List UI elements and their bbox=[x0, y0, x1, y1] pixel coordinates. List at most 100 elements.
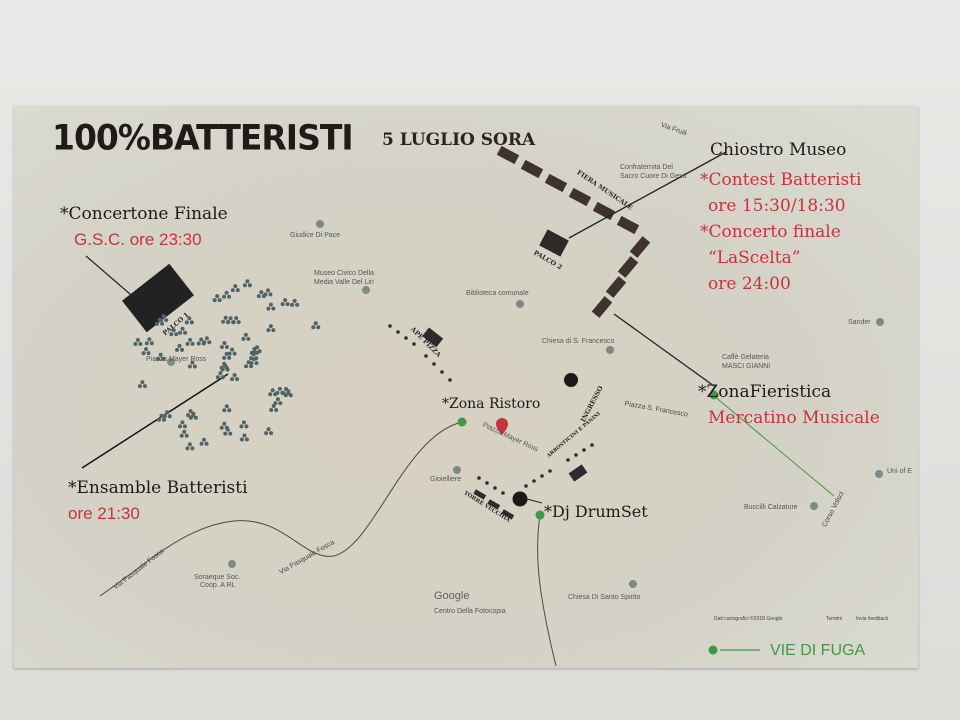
crowd-dot bbox=[241, 336, 246, 341]
crowd-dot bbox=[239, 437, 244, 442]
crowd-dot bbox=[169, 332, 174, 337]
crowd-dot bbox=[188, 337, 193, 342]
crowd-dot bbox=[219, 365, 224, 370]
ape-pizza-stand bbox=[422, 327, 444, 348]
poi-chiesa-francesco: Chiesa di S. Francesco bbox=[542, 338, 615, 345]
crowd-dot bbox=[165, 410, 170, 415]
crowd-dot bbox=[161, 356, 166, 361]
crowd-dot bbox=[160, 321, 165, 326]
crowd-dot bbox=[219, 345, 224, 350]
crowd-dot bbox=[185, 446, 190, 451]
chiostro-line: ore 24:00 bbox=[708, 274, 791, 294]
crowd-dot bbox=[171, 328, 176, 333]
crowd-dot bbox=[140, 380, 145, 385]
map-pins bbox=[167, 220, 884, 588]
escape-route-west bbox=[99, 421, 463, 597]
legend-escape-routes: VIE DI FUGA bbox=[770, 642, 866, 659]
crowd-dot bbox=[138, 341, 143, 346]
crowd-dot bbox=[180, 326, 185, 331]
crowd-dot bbox=[224, 290, 229, 295]
crowd-dot bbox=[268, 324, 273, 329]
map-credits: Dati cartografici ©2018 Google bbox=[714, 616, 783, 622]
crowd-dot bbox=[190, 341, 195, 346]
ape-pizza-dots bbox=[388, 324, 452, 382]
crowd-dot bbox=[144, 347, 149, 352]
crowd-dot bbox=[285, 302, 290, 307]
mercatino-label: Mercatino Musicale bbox=[708, 408, 880, 428]
crowd-dot bbox=[222, 294, 227, 299]
crowd-dot bbox=[278, 401, 283, 406]
crowd-dot bbox=[222, 421, 227, 426]
palco-1 bbox=[122, 263, 194, 333]
crowd-dot bbox=[268, 292, 273, 297]
map-terms-link[interactable]: Termini bbox=[826, 616, 843, 622]
crowd-dot bbox=[280, 390, 285, 395]
crowd-dot bbox=[261, 294, 266, 299]
zona-ristoro-label: *Zona Ristoro bbox=[442, 396, 541, 412]
arrosticini-stands bbox=[524, 443, 594, 488]
crowd-dot bbox=[157, 417, 162, 422]
crowd-dot bbox=[186, 413, 191, 418]
crowd-dot bbox=[266, 306, 271, 311]
crowd-dot bbox=[259, 290, 264, 295]
crowd-dot bbox=[222, 341, 227, 346]
crowd-dot bbox=[230, 377, 235, 382]
crowd-dot bbox=[227, 351, 232, 356]
crowd-dot bbox=[271, 306, 276, 311]
concertone-time: G.S.C. ore 23:30 bbox=[74, 230, 202, 249]
crowd-dot bbox=[256, 294, 261, 299]
map-feedback-link[interactable]: Invia feedback bbox=[856, 616, 889, 622]
crowd-dot bbox=[215, 375, 220, 380]
crowd-dot bbox=[187, 442, 192, 447]
crowd-dot bbox=[180, 347, 185, 352]
poi-caffe: MASCI GIANNI bbox=[722, 363, 771, 370]
crowd-dot bbox=[254, 361, 259, 366]
crowd-dot bbox=[155, 321, 160, 326]
crowd-dot bbox=[224, 404, 229, 409]
crowd-dot bbox=[290, 302, 295, 307]
crowd-dot bbox=[189, 320, 194, 325]
crowd-dot bbox=[244, 437, 249, 442]
crowd-dot bbox=[264, 431, 269, 436]
crowd-dot bbox=[228, 316, 233, 321]
crowd-dot bbox=[180, 420, 185, 425]
poi-museo: Media Valle Del Liri bbox=[314, 279, 374, 286]
event-subtitle: 5 LUGLIO SORA bbox=[382, 130, 536, 150]
poi-chiesa-spirito: Chiesa Di Santo Spirito bbox=[568, 594, 641, 601]
crowd-dot bbox=[228, 431, 233, 436]
crowd-dot bbox=[201, 341, 206, 346]
red-location-pin bbox=[496, 418, 508, 436]
crowd-dot bbox=[222, 361, 227, 366]
crowd-dot bbox=[269, 408, 274, 413]
crowd-dot bbox=[178, 330, 183, 335]
crowd-dot bbox=[255, 345, 260, 350]
crowd-dot bbox=[273, 401, 278, 406]
crowd-dot bbox=[184, 433, 189, 438]
crowd-dot bbox=[292, 298, 297, 303]
crowd-dot bbox=[162, 417, 167, 422]
crowd-dot bbox=[159, 318, 164, 323]
crowd-dot bbox=[247, 283, 252, 288]
crowd-dot bbox=[141, 351, 146, 356]
crowd-dot bbox=[190, 360, 195, 365]
crowd-dot bbox=[257, 349, 262, 354]
crowd-dot bbox=[191, 413, 196, 418]
crowd-dot bbox=[232, 351, 237, 356]
crowd-dot bbox=[275, 390, 280, 395]
crowd-dot bbox=[182, 429, 187, 434]
crowd-dot bbox=[177, 424, 182, 429]
crowd-dot bbox=[275, 397, 280, 402]
crowd-dot bbox=[242, 433, 247, 438]
crowd-dot bbox=[242, 283, 247, 288]
poi-confraternita: Sacro Cuore Di Gesù bbox=[620, 173, 687, 180]
crowd-dot bbox=[207, 340, 212, 345]
crowd-dot bbox=[271, 404, 276, 409]
crowd-dot bbox=[146, 351, 151, 356]
crowd-dot bbox=[283, 298, 288, 303]
crowd-dot bbox=[269, 431, 274, 436]
crowd-dot bbox=[161, 314, 166, 319]
crowd-dot bbox=[249, 364, 254, 369]
crowd-dot bbox=[202, 437, 207, 442]
crowd-dot bbox=[133, 341, 138, 346]
crowd-dot bbox=[217, 298, 222, 303]
